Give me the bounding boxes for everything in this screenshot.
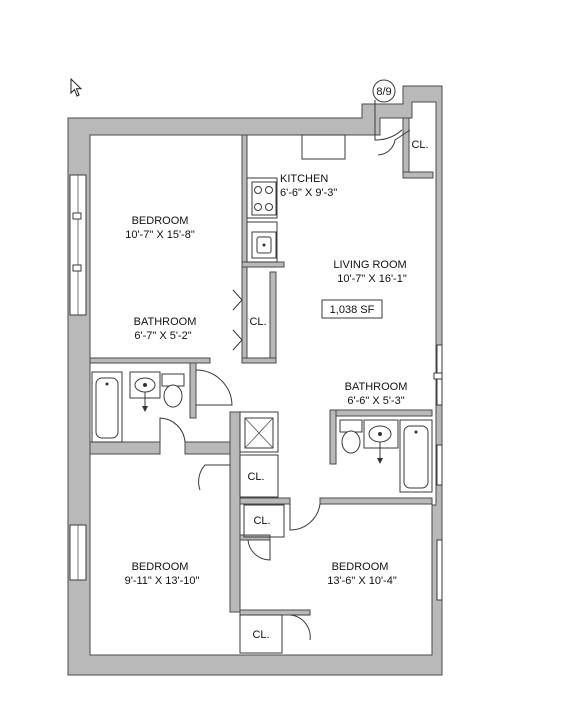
bedroom-2-dims: 9'-11" X 13'-10" (125, 575, 200, 587)
unit-tag: 8/9 (372, 79, 396, 103)
closet-entry: CL. (411, 139, 428, 151)
kitchen-name: KITCHEN (280, 173, 328, 185)
bathroom-2-name: BATHROOM (345, 381, 408, 393)
room-labels: BEDROOM 10'-7" X 15'-8" BATHROOM 6'-7" X… (125, 139, 429, 641)
living-room-dims: 10'-7" X 16'-1" (337, 273, 407, 285)
closet-center-lower: CL. (253, 515, 270, 527)
exterior-walls (67, 85, 443, 676)
mouse-cursor-icon (70, 78, 83, 97)
closet-bedroom-3: CL. (252, 629, 269, 641)
bedroom-3-name: BEDROOM (332, 561, 389, 573)
bedroom-2-name: BEDROOM (132, 561, 189, 573)
bathroom-1-name: BATHROOM (134, 316, 197, 328)
windows (69, 174, 443, 601)
bedroom-3-dims: 13'-6" X 10'-4" (327, 575, 397, 587)
bedroom-1-dims: 10'-7" X 15'-8" (125, 229, 195, 241)
area-box (321, 299, 383, 319)
shaft-icon (239, 411, 285, 654)
doors (159, 100, 411, 641)
kitchen-fixtures (251, 181, 277, 259)
closet-hall: CL. (249, 316, 266, 328)
bathroom-2-dims: 6'-6" X 5'-3" (347, 395, 404, 407)
bedroom-1-name: BEDROOM (132, 215, 189, 227)
unit-tag-label: 8/9 (376, 86, 391, 98)
closet-center-upper: CL. (247, 471, 264, 483)
living-room-name: LIVING ROOM (333, 259, 406, 271)
total-area: 1,038 SF (330, 304, 375, 316)
kitchen-dims: 6'-6" X 9'-3" (280, 187, 337, 199)
bathroom-1-fixtures (91, 371, 185, 443)
bathroom-2-fixtures (339, 419, 433, 493)
bathroom-1-dims: 6'-7" X 5'-2" (134, 330, 191, 342)
